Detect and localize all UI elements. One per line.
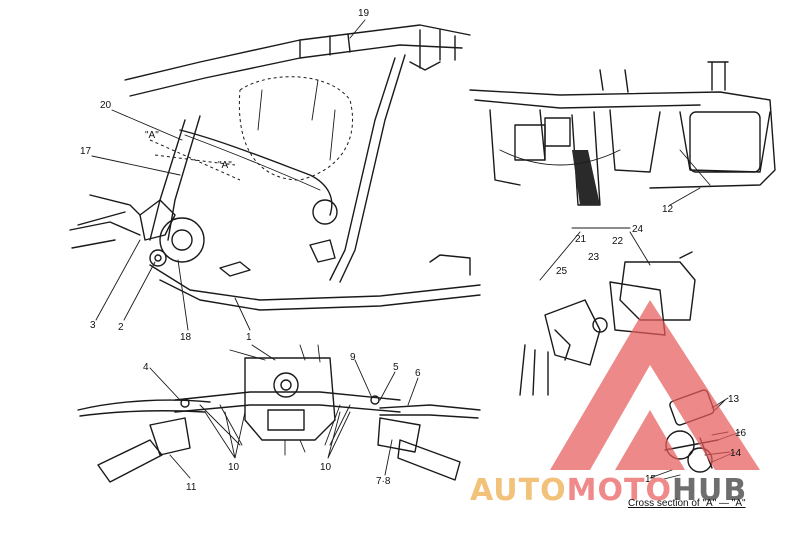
tail-lamp-drawing	[519, 227, 696, 396]
callout-11: 11	[186, 482, 197, 493]
callout-19: 19	[358, 8, 370, 19]
cross-section-caption: Cross section of "A" — "A"	[628, 498, 746, 509]
leader-lines	[91, 19, 741, 479]
callout-15: 15	[645, 474, 657, 485]
callout-23: 23	[588, 252, 600, 263]
callout-20: 20	[100, 100, 112, 111]
callout-4: 4	[143, 362, 149, 373]
callout-2: 2	[118, 322, 124, 333]
callout-1: 1	[246, 332, 252, 343]
callouts: 19 20 17 3 2 18 1 12 21 22 24 23 25 4 9 …	[80, 8, 747, 493]
callout-17: 17	[80, 146, 92, 157]
callout-3: 3	[90, 320, 96, 331]
callout-5: 5	[393, 362, 399, 373]
watermark-text: AUTOMOTOHUB	[470, 473, 747, 508]
frame-drawing	[69, 24, 481, 311]
rear-harness-drawing	[469, 61, 776, 206]
watermark-triangle	[550, 300, 760, 470]
callout-25: 25	[556, 266, 568, 277]
handlebar-drawing	[77, 344, 481, 483]
watermark-auto: AUTO	[470, 473, 567, 508]
watermark-logo	[550, 300, 760, 470]
watermark-hub: HUB	[672, 473, 747, 508]
section-mark-lower: "A"	[218, 160, 232, 171]
callout-21: 21	[575, 234, 587, 245]
callout-16: 16	[735, 428, 747, 439]
callout-22: 22	[612, 236, 624, 247]
callout-9: 9	[350, 352, 356, 363]
callout-10-left: 10	[228, 462, 240, 473]
callout-7-8: 7·8	[376, 476, 391, 487]
callout-12: 12	[662, 204, 674, 215]
watermark-moto: MOTO	[567, 473, 672, 508]
callout-6: 6	[415, 368, 421, 379]
callout-13: 13	[728, 394, 740, 405]
section-mark-upper: "A"	[145, 130, 159, 141]
callout-24: 24	[632, 224, 644, 235]
callout-18: 18	[180, 332, 192, 343]
callout-14: 14	[730, 448, 742, 459]
callout-10-right: 10	[320, 462, 332, 473]
